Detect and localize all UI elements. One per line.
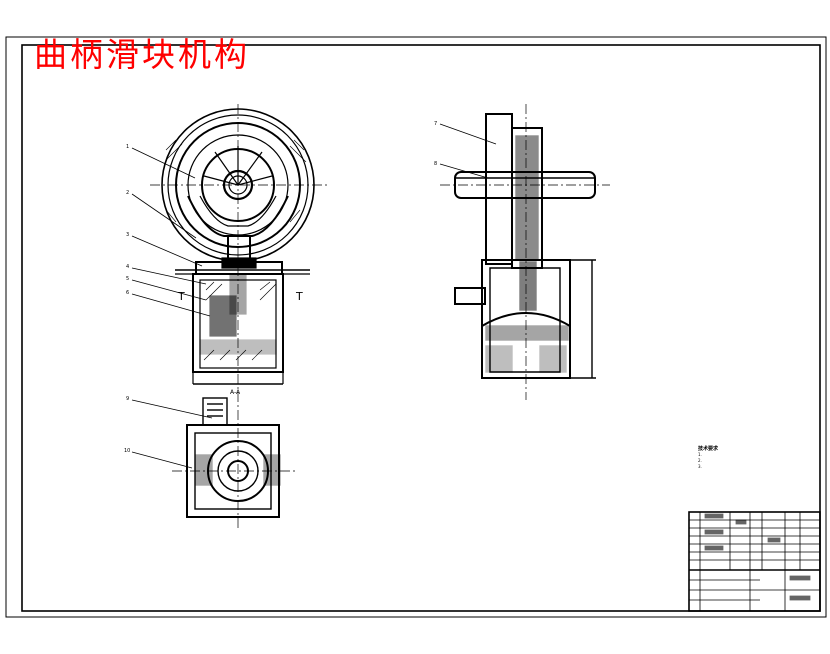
tech-note-line: 2. — [698, 458, 702, 463]
section-mark-bottom: A-A — [230, 389, 241, 396]
balloon-1: 1 — [126, 144, 129, 150]
front-section-view — [161, 108, 315, 385]
balloon-4: 4 — [126, 264, 129, 270]
balloon-2: 2 — [126, 190, 129, 196]
section-mark-right: T — [295, 290, 303, 303]
section-mark-left: T — [177, 290, 185, 303]
balloon-5: 5 — [126, 276, 129, 282]
side-balloon-7: 7 — [434, 121, 437, 127]
inner-frame — [21, 44, 821, 612]
balloon-10: 10 — [124, 448, 130, 454]
side-view-centerlines — [440, 104, 610, 400]
balloon-9: 9 — [126, 396, 129, 402]
front-view-hatching — [165, 139, 307, 361]
technical-notes: 技术要求 1. 2. 3. — [698, 446, 778, 470]
tech-note-line: 3. — [698, 464, 702, 469]
title-block — [688, 511, 821, 612]
tech-notes-heading: 技术要求 — [698, 446, 719, 452]
leader-lines — [131, 147, 213, 469]
side-section-view — [454, 113, 596, 379]
part-balloons: 1 2 3 4 5 6 9 10 — [124, 144, 130, 454]
balloon-6: 6 — [126, 290, 129, 296]
tech-note-line: 1. — [698, 452, 702, 457]
outer-frame — [5, 36, 827, 618]
drawing-title: 曲柄滑块机构 — [34, 35, 250, 74]
balloon-3: 3 — [126, 232, 129, 238]
side-balloon-8: 8 — [434, 161, 437, 167]
side-leader-lines — [439, 123, 497, 179]
front-view-centerlines — [150, 104, 330, 392]
top-view-centerlines — [172, 392, 296, 528]
